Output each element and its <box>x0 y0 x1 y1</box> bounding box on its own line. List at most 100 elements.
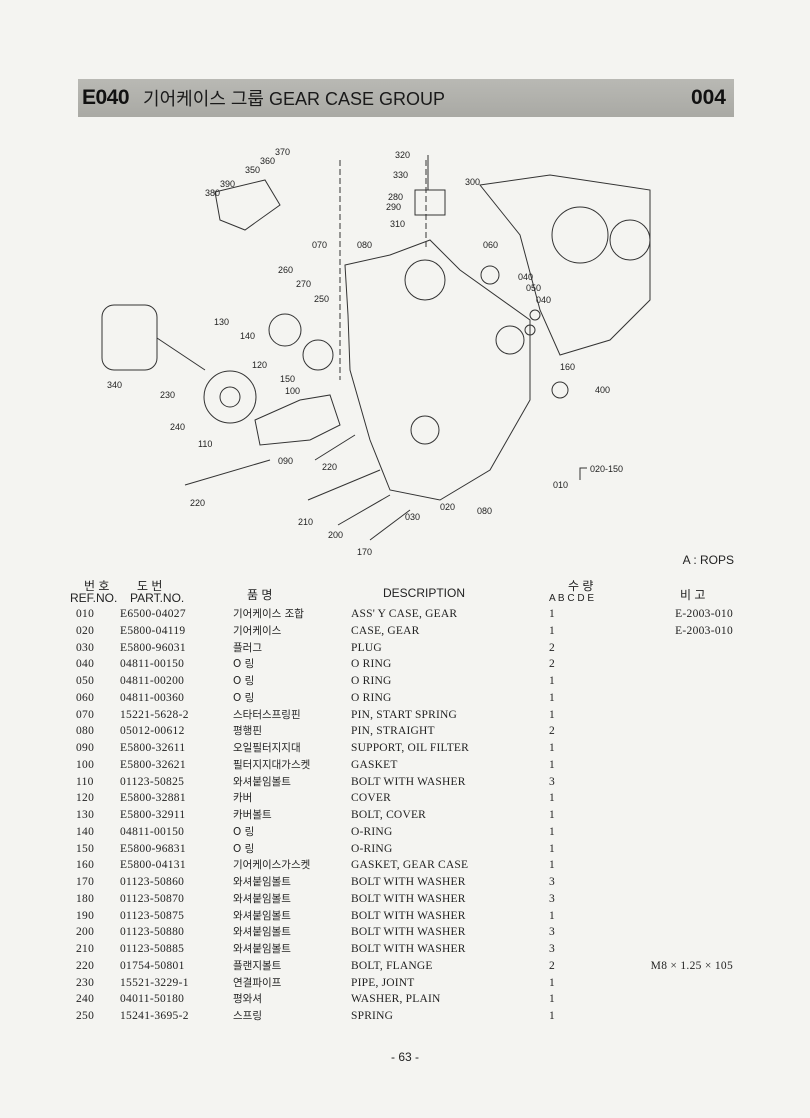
description: COVER <box>351 792 391 805</box>
part-no: 01123-50885 <box>120 943 185 955</box>
exploded-parts-diagram: 370 360 350 390 380 320 330 300 280 290 … <box>90 140 740 560</box>
group-header: E040 기어케이스 그룹 GEAR CASE GROUP 004 <box>78 79 734 117</box>
description: BOLT WITH WASHER <box>351 876 466 888</box>
part-no: 15241-3695-2 <box>120 1010 189 1022</box>
label-250: 250 <box>314 294 329 304</box>
quantity: 1 <box>549 976 555 989</box>
part-no: E5800-96031 <box>120 641 186 654</box>
name-kr: 카버볼트 <box>233 809 272 821</box>
description: PIN, STRAIGHT <box>351 725 435 738</box>
gear-case-bore <box>495 325 525 355</box>
quantity: 1 <box>549 742 555 754</box>
label-020: 020 <box>440 502 455 512</box>
bolt <box>307 469 381 501</box>
joint-pipe <box>156 337 206 371</box>
description: SUPPORT, OIL FILTER <box>351 742 470 754</box>
ref-no: 210 <box>76 943 95 955</box>
label-260: 260 <box>278 265 293 275</box>
label-010: 010 <box>553 480 568 490</box>
part-no: E5800-32911 <box>120 809 186 821</box>
description: O RING <box>351 675 392 687</box>
label-230: 230 <box>160 390 175 400</box>
description: BOLT WITH WASHER <box>351 909 466 922</box>
label-030: 030 <box>405 512 420 522</box>
label-040: 040 <box>518 272 533 282</box>
quantity: 3 <box>549 926 555 939</box>
ref-no: 240 <box>76 993 95 1006</box>
name-kr: 와셔붙임볼트 <box>233 892 291 905</box>
part-no: 05012-00612 <box>120 725 185 738</box>
ref-no: 010 <box>76 608 95 620</box>
label-050: 050 <box>526 283 541 293</box>
ref-no: 020 <box>76 624 95 637</box>
name-kr: 플랜지볼트 <box>233 959 282 972</box>
name-kr: O 링 <box>233 842 255 855</box>
quantity: 1 <box>549 842 555 855</box>
label-060: 060 <box>483 240 498 250</box>
name-kr: 평행핀 <box>233 725 262 738</box>
label-150: 150 <box>280 374 295 384</box>
filter-support <box>254 394 341 446</box>
ref-no: 080 <box>76 725 95 738</box>
label-160: 160 <box>560 362 575 372</box>
ref-no: 190 <box>76 909 95 922</box>
col-name-kr: 품 명 <box>247 588 273 602</box>
ref-no: 120 <box>76 792 95 805</box>
cover <box>268 313 302 347</box>
ref-no: 170 <box>76 876 95 888</box>
name-kr: 오일필터지지대 <box>233 742 301 754</box>
label-220b: 220 <box>190 498 205 508</box>
name-kr: 연결파이프 <box>233 976 282 989</box>
ref-no: 040 <box>76 658 95 671</box>
description: O RING <box>351 691 392 704</box>
name-kr: 와셔붙임볼트 <box>233 876 291 888</box>
gear-case-bore <box>410 415 440 445</box>
bolt <box>314 434 356 461</box>
bolt <box>337 494 391 526</box>
part-no: 04011-50180 <box>120 993 185 1006</box>
o-ring <box>529 309 541 321</box>
diagram-svg: 370 360 350 390 380 320 330 300 280 290 … <box>101 147 651 557</box>
name-kr: 스타터스프링핀 <box>233 708 301 721</box>
label-140: 140 <box>240 331 255 341</box>
gear-case-bore <box>404 259 446 301</box>
col-part-kr: 도 번 <box>137 579 163 593</box>
pulley-hub <box>219 386 241 408</box>
top-plate <box>414 189 446 216</box>
part-no: 04811-00150 <box>120 825 185 838</box>
name-kr: 기어케이스 조합 <box>233 608 304 620</box>
quantity: 2 <box>549 658 555 671</box>
description: WASHER, PLAIN <box>351 993 441 1006</box>
description: ASS' Y CASE, GEAR <box>351 608 458 620</box>
group-title: 기어케이스 그룹 GEAR CASE GROUP <box>143 89 446 109</box>
label-080b: 080 <box>477 506 492 516</box>
description: GASKET, GEAR CASE <box>351 859 469 872</box>
label-380: 380 <box>205 188 220 198</box>
engine-block <box>479 174 651 356</box>
quantity: 1 <box>549 1010 555 1022</box>
label-210: 210 <box>298 517 313 527</box>
description: BOLT WITH WASHER <box>351 926 466 939</box>
label-070: 070 <box>312 240 327 250</box>
name-kr: 와셔붙임볼트 <box>233 926 291 939</box>
oil-filter <box>101 304 158 371</box>
pulley <box>203 370 257 424</box>
ref-no: 090 <box>76 742 95 754</box>
quantity: 2 <box>549 641 555 654</box>
name-kr: 플러그 <box>233 641 262 654</box>
label-390: 390 <box>220 179 235 189</box>
bolt <box>184 459 271 486</box>
o-ring <box>524 324 536 336</box>
label-310: 310 <box>390 219 405 229</box>
quantity: 1 <box>549 758 555 771</box>
